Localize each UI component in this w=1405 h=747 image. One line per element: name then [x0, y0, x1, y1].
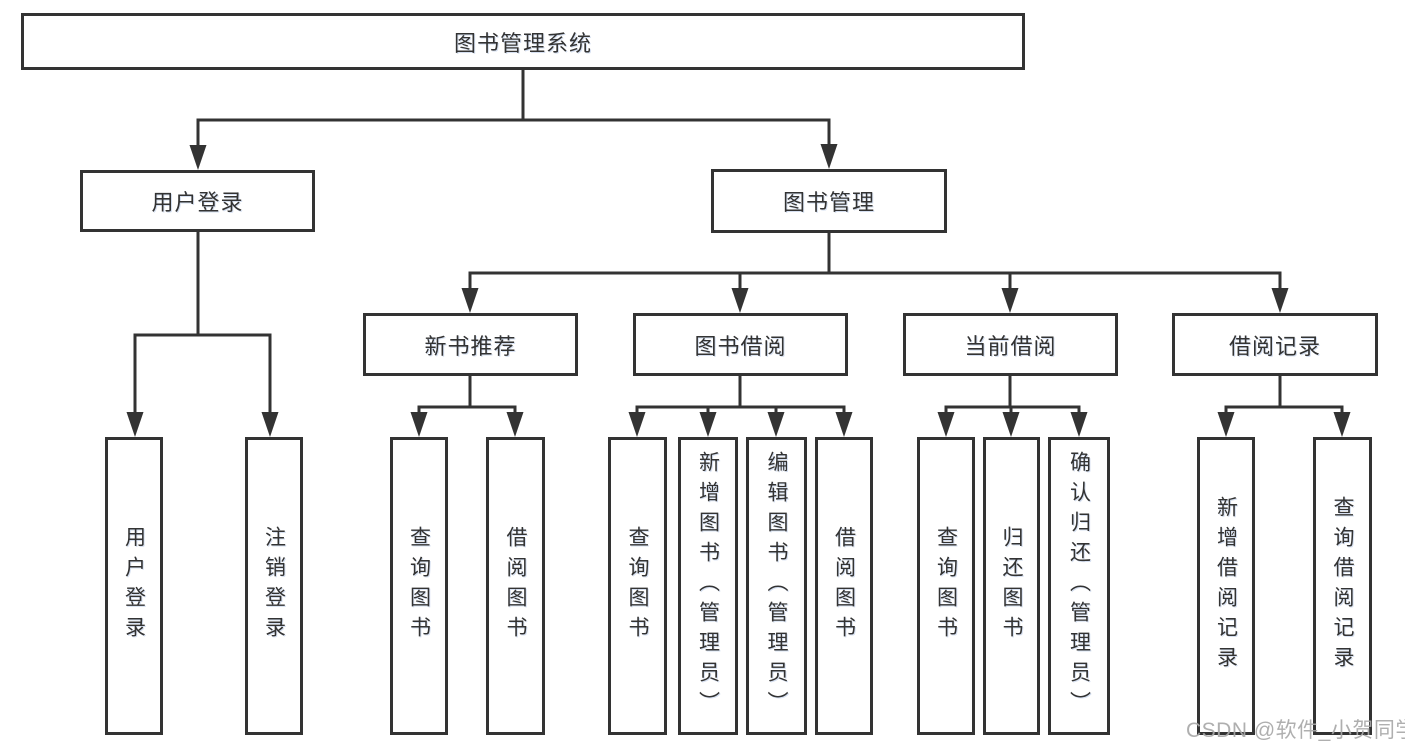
- csdn-watermark: CSDN @软件_小贺同学: [1186, 719, 1405, 742]
- leaf-borrowing-borrow-books: 借阅图书: [815, 437, 873, 735]
- node-book-borrowing: 图书借阅: [633, 313, 848, 376]
- node-book-management: 图书管理: [711, 169, 947, 233]
- node-new-book-recommend: 新书推荐: [363, 313, 578, 376]
- leaf-newbook-query-books: 查询图书: [390, 437, 448, 735]
- leaf-user-login: 用户登录: [105, 437, 163, 735]
- leaf-logout-login: 注销登录: [245, 437, 303, 735]
- leaf-records-add-borrow-record: 新增借阅记录: [1197, 437, 1255, 735]
- leaf-records-query-borrow-record: 查询借阅记录: [1313, 437, 1372, 735]
- leaf-current-return-books: 归还图书: [983, 437, 1040, 735]
- leaf-borrowing-query-books: 查询图书: [608, 437, 667, 735]
- node-user-login: 用户登录: [80, 170, 315, 232]
- leaf-current-query-books: 查询图书: [917, 437, 975, 735]
- arrowheads: [126, 144, 1351, 437]
- node-borrowing-records: 借阅记录: [1172, 313, 1378, 376]
- leaf-newbook-borrow-books: 借阅图书: [486, 437, 545, 735]
- leaf-current-confirm-return-admin: 确认归还（管理员）: [1048, 437, 1110, 735]
- leaf-borrowing-add-books-admin: 新增图书（管理员）: [678, 437, 738, 735]
- leaf-borrowing-edit-books-admin: 编辑图书（管理员）: [746, 437, 807, 735]
- node-current-borrowing: 当前借阅: [903, 313, 1118, 376]
- node-library-system: 图书管理系统: [21, 13, 1025, 70]
